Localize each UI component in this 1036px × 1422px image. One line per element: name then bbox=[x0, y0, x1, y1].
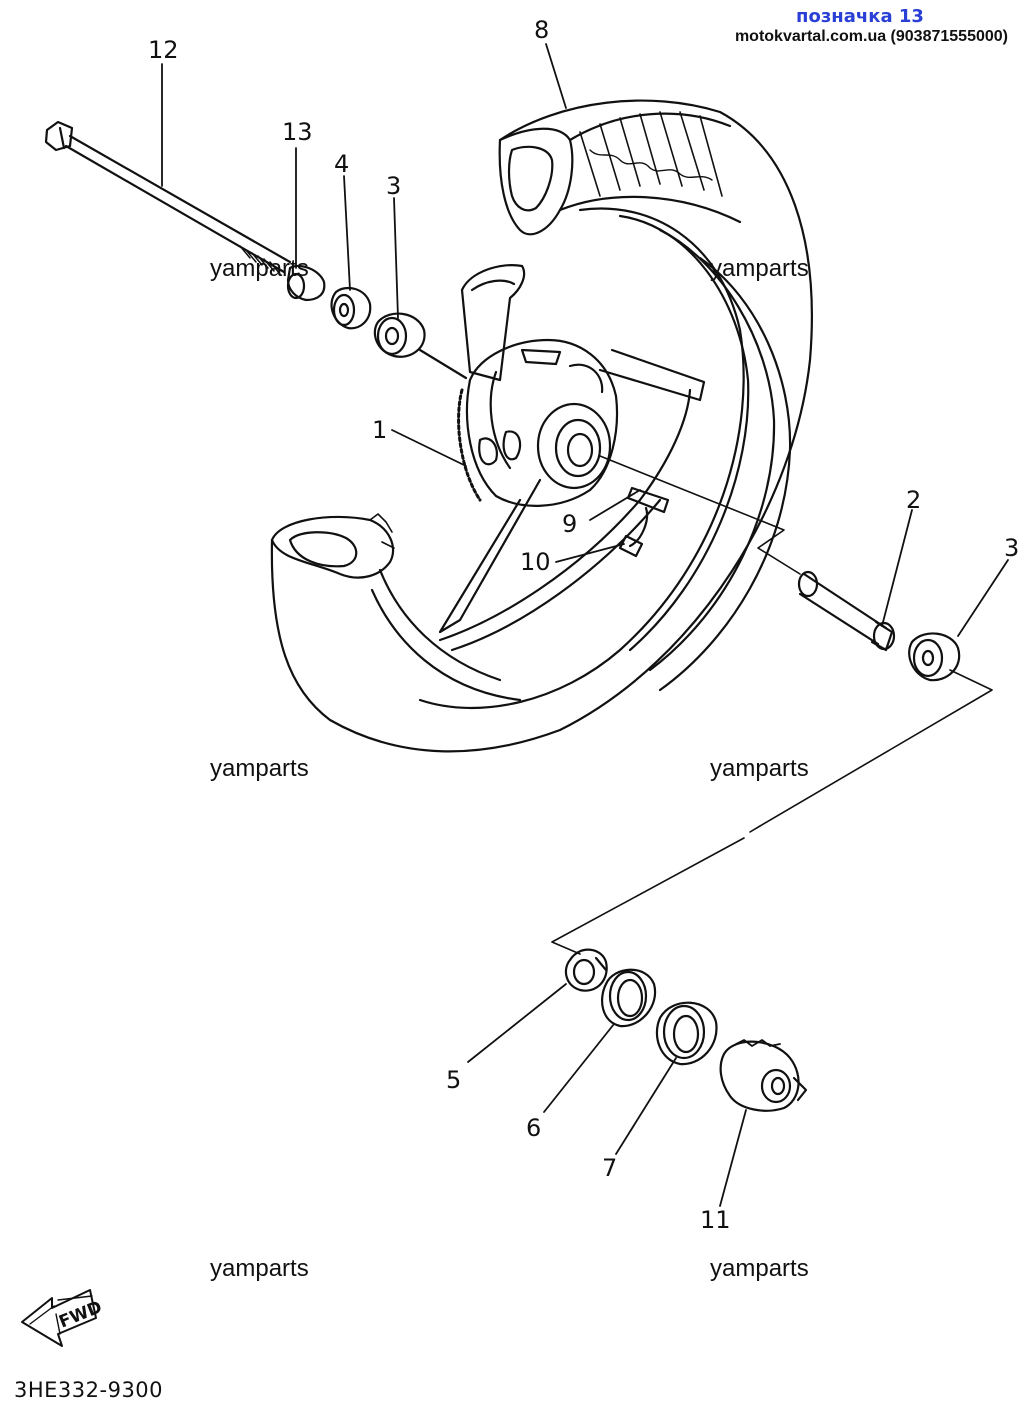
site-credit: motokvartal.com.ua (903871555000) bbox=[734, 28, 1008, 45]
callout-2: 2 bbox=[906, 486, 921, 514]
watermark: yamparts bbox=[710, 1255, 809, 1282]
callout-1: 1 bbox=[372, 416, 387, 444]
callout-leaders bbox=[161, 43, 1009, 1207]
callout-4: 4 bbox=[334, 150, 349, 178]
bearing-right-part bbox=[908, 632, 961, 682]
callout-11: 11 bbox=[700, 1206, 731, 1234]
callout-6: 6 bbox=[526, 1114, 541, 1142]
watermark: yamparts bbox=[210, 755, 309, 782]
page-title: позначка 13 bbox=[796, 6, 924, 27]
collar-2-part bbox=[797, 570, 896, 652]
callout-13: 13 bbox=[282, 118, 313, 146]
callout-9: 9 bbox=[562, 510, 577, 538]
collar-part bbox=[286, 264, 326, 302]
oil-seal-part bbox=[330, 286, 372, 330]
assembly-lines bbox=[551, 455, 993, 955]
callout-3-upper: 3 bbox=[386, 172, 401, 200]
callout-12: 12 bbox=[148, 36, 179, 64]
callout-5: 5 bbox=[446, 1066, 461, 1094]
meter-gear-part bbox=[719, 1039, 808, 1112]
watermark: yamparts bbox=[210, 1255, 309, 1282]
callout-numbers: 12 13 4 3 8 1 9 10 2 3 5 6 7 11 bbox=[148, 16, 1019, 1234]
bearing-7-part bbox=[655, 1001, 718, 1066]
oil-seal-6-part bbox=[601, 968, 657, 1028]
axle-part bbox=[44, 120, 292, 275]
watermark: yamparts bbox=[210, 255, 309, 282]
circlip-part bbox=[564, 948, 608, 992]
callout-7: 7 bbox=[602, 1154, 617, 1182]
callout-8: 8 bbox=[534, 16, 549, 44]
wheel-assembly bbox=[270, 99, 813, 753]
callout-10: 10 bbox=[520, 548, 551, 576]
diagram-code: 3HE332-9300 bbox=[14, 1378, 164, 1402]
callout-3-right: 3 bbox=[1004, 534, 1019, 562]
forward-arrow-icon: FWD bbox=[21, 1289, 105, 1347]
watermark: yamparts bbox=[710, 755, 809, 782]
bearing-upper-part bbox=[373, 312, 468, 380]
watermark: yamparts bbox=[710, 255, 809, 282]
